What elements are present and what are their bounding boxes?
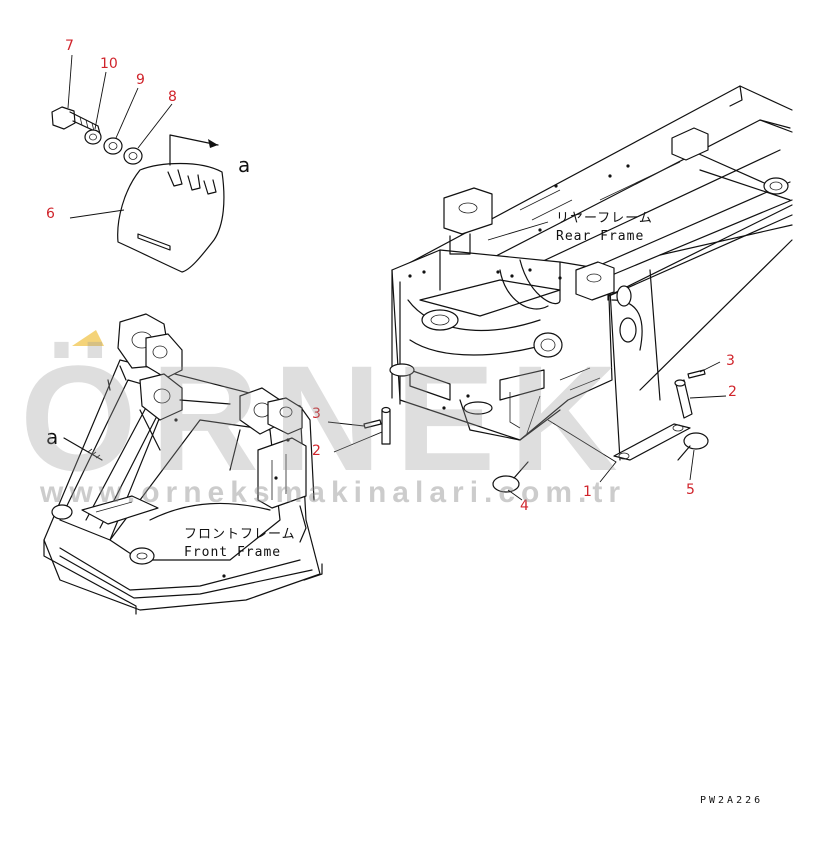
- callout-3-right: 3: [726, 353, 735, 369]
- callout-3-middle: 3: [312, 406, 321, 422]
- front-frame: [43, 313, 323, 615]
- leader-4: [507, 489, 523, 501]
- watermark-brand: ÖRNEK: [20, 334, 632, 502]
- leader-10: [94, 71, 107, 130]
- leader-6: [69, 209, 125, 219]
- leader-rear-frame-label: [487, 221, 549, 241]
- plate-1: [613, 423, 691, 461]
- leader-1: [547, 419, 617, 483]
- callout-8: 8: [168, 89, 177, 105]
- callout-2-middle: 2: [312, 443, 321, 459]
- callout-7: 7: [65, 38, 74, 54]
- pin-2-middle: [381, 406, 391, 445]
- pin-2-right: [674, 379, 693, 419]
- watermark-url: www.orneksmakinalari.com.tr: [39, 476, 626, 509]
- callout-2-right: 2: [728, 384, 737, 400]
- ref-arrow-a-top: [169, 134, 219, 166]
- ring-pin-5: [677, 432, 709, 461]
- washer-10: [84, 129, 102, 145]
- callout-9: 9: [136, 72, 145, 88]
- front-frame-label-jp: フロントフレーム: [184, 527, 296, 542]
- ring-pin-4: [492, 461, 529, 493]
- leader-2-middle: [333, 431, 383, 453]
- watermark-accent-shape: [72, 330, 104, 346]
- callout-4: 4: [520, 498, 529, 514]
- washer-8: [123, 147, 143, 165]
- ref-arrow-a-front: [63, 437, 103, 461]
- leader-7: [67, 54, 73, 109]
- leader-8: [137, 103, 173, 149]
- callout-10: 10: [100, 56, 118, 72]
- callout-1: 1: [583, 484, 592, 500]
- rear-frame-label-jp: リヤーフレーム: [556, 211, 653, 226]
- leader-3-middle: [327, 421, 365, 427]
- cover-plate-6: [117, 162, 225, 273]
- leader-3-right: [699, 361, 721, 373]
- figure-code: PW2A226: [700, 795, 763, 806]
- callout-6: 6: [46, 206, 55, 222]
- rear-frame: [389, 85, 793, 461]
- front-frame-label-en: Front Frame: [184, 545, 281, 560]
- leader-5: [689, 449, 695, 481]
- leader-2-right: [689, 395, 727, 399]
- callout-5: 5: [686, 482, 695, 498]
- bolt-3-middle: [363, 419, 382, 429]
- leader-9: [115, 87, 139, 139]
- washer-9: [103, 137, 123, 155]
- rear-frame-label-en: Rear Frame: [556, 229, 644, 244]
- ref-letter-a-front: a: [46, 425, 58, 449]
- ref-letter-a-top: a: [238, 153, 250, 177]
